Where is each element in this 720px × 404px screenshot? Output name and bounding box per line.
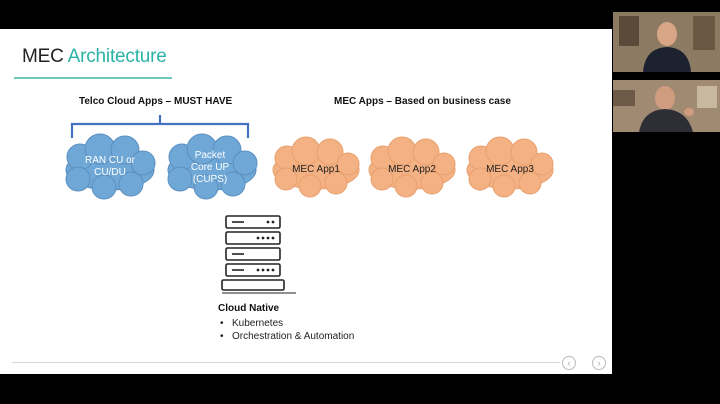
participant-video-2[interactable] <box>613 80 720 132</box>
chevron-right-icon[interactable]: › <box>592 356 606 370</box>
cloud-label-mec-app3: MEC App3 <box>486 164 534 175</box>
cloud-label-packet-core: Packet Core UP (CUPS) <box>190 150 230 185</box>
person-video-icon <box>613 80 720 132</box>
server-rack-icon <box>221 215 285 291</box>
title-underline <box>14 77 172 79</box>
chevron-left-icon[interactable]: ‹ <box>562 356 576 370</box>
slide-progress-bar <box>12 362 560 363</box>
cloud-label-ran: RAN CU or CU/DU <box>84 155 135 178</box>
mec-apps-label: MEC Apps – Based on business case <box>334 96 511 107</box>
architecture-diagram <box>65 115 554 294</box>
cloud-native-item: •Kubernetes <box>220 318 284 329</box>
cloud-native-item: •Orchestration & Automation <box>220 331 355 342</box>
cloud-label-mec-app2: MEC App2 <box>388 164 436 175</box>
cloud-native-item-text: Kubernetes <box>232 318 284 329</box>
telco-bracket <box>70 115 250 138</box>
cloud-mec-app2 <box>368 136 456 198</box>
telco-cloud-apps-label: Telco Cloud Apps – MUST HAVE <box>79 96 233 107</box>
cloud-mec-app3 <box>466 136 554 198</box>
cloud-ran-cu <box>65 133 156 200</box>
cloud-packet-core <box>167 133 258 200</box>
cloud-label-mec-app1: MEC App1 <box>292 164 340 175</box>
title-main: MEC <box>22 46 64 67</box>
slide-title: MEC Architecture <box>22 46 167 68</box>
cloud-native-title: Cloud Native <box>218 303 280 314</box>
title-accent: Architecture <box>67 46 167 67</box>
person-video-icon <box>613 12 720 72</box>
participant-video-1[interactable] <box>613 12 720 72</box>
cloud-mec-app1 <box>272 136 360 198</box>
cloud-native-item-text: Orchestration & Automation <box>232 331 355 342</box>
server-dots <box>256 220 275 272</box>
slide: MEC Architecture Telco Cloud Apps – MUST… <box>0 29 612 374</box>
